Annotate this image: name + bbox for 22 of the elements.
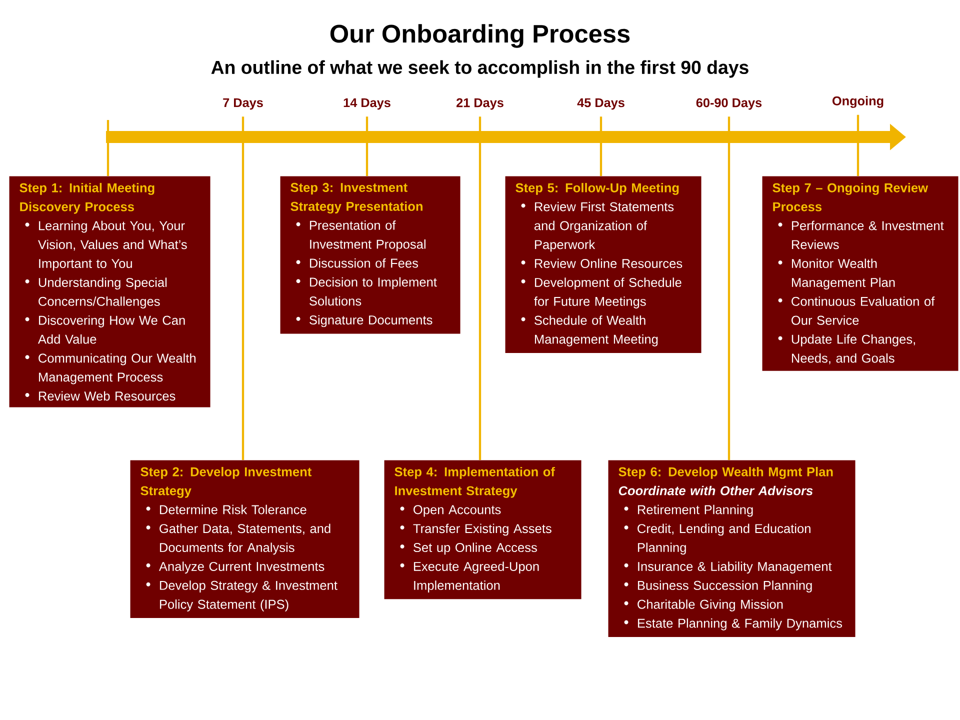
- connector-line: [106, 120, 110, 176]
- connector-line: [600, 116, 602, 176]
- time-label: 60-90 Days: [696, 98, 762, 110]
- step-box: Step 4: Implementation of Investment Strategy Open Accounts Transfer Existing Assets Set up Online Access Execute Agreed-Upon Implementation: [384, 460, 582, 600]
- subtitle: An outline of what we seek to accomplish in the first 90 days: [211, 60, 748, 78]
- step-box: Step 6: Develop Wealth Mgmt Plan Coordinate with Other Advisors Retirement Planning Credit, Lending and Education Planning Insurance & Liability Management Business Succession Planning Charitable Giving Mission Estate Planning & Family Dynamics: [608, 460, 856, 637]
- step-box: Step 7 – Ongoing Review Process Performance & Investment Reviews Monitor Wealth Management Plan Continuous Evaluation of Our Service Update Life Changes, Needs, and Goals: [762, 176, 958, 371]
- connector-line: [478, 116, 482, 460]
- connector-line: [728, 116, 730, 460]
- step-box: Step 5: Follow-Up Meeting Review First Statements and Organization of Paperwork Review Online Resources Development of Schedule for Future Meetings Schedule of Wealth Management Meeting: [505, 176, 702, 353]
- step-box: Step 2: Develop Investment Strategy Determine Risk Tolerance Gather Data, Statements, and Documents for Analysis Analyze Current Investments Develop Strategy & Investment Policy Statement (IPS): [130, 460, 360, 618]
- step-box: Step 3: Investment Strategy Presentation Presentation of Investment Proposal Discussion of Fees Decision to Implement Solutions Signature Documents: [280, 176, 460, 334]
- step-box: Step 1: Initial Meeting Discovery Process Learning About You, Your Vision, Values and What’s Important to You Understanding Special Concerns/Challenges Discovering How We Can Add Value Communicating Our Wealth Management Process Review Web Resources: [9, 176, 210, 408]
- time-label: Ongoing: [832, 96, 884, 108]
- time-label: 45 Days: [577, 98, 624, 110]
- title: Our Onboarding Process: [330, 24, 630, 48]
- time-label: 21 Days: [456, 98, 504, 110]
- time-label: 7 Days: [223, 98, 263, 110]
- connector-line: [856, 114, 860, 176]
- connector-line: [242, 116, 244, 460]
- connector-line: [366, 116, 368, 176]
- time-label: 14 Days: [344, 98, 390, 110]
